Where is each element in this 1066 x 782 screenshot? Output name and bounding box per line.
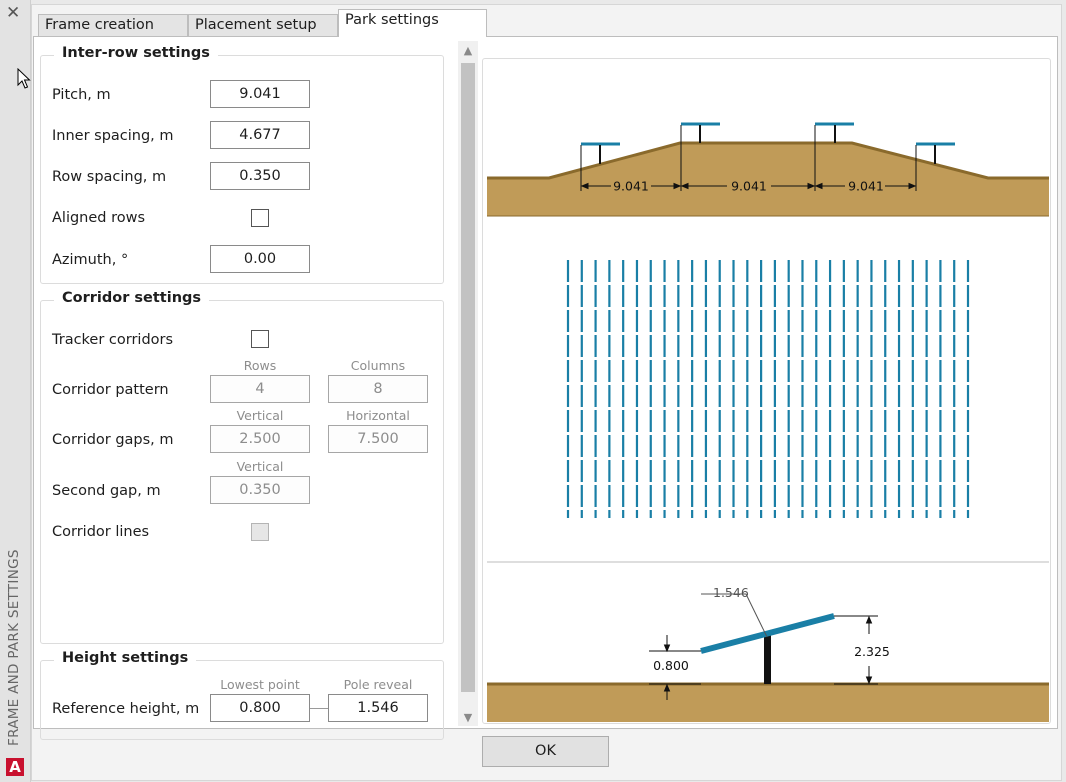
inner-spacing-label: Inner spacing, m — [52, 128, 174, 144]
pitch-dim-3: 9.041 — [848, 179, 884, 194]
scroll-down-icon[interactable]: ▼ — [463, 711, 473, 724]
vertical-scrollbar[interactable]: ▲ ▼ — [458, 41, 478, 726]
tab-park-settings[interactable]: Park settings — [338, 9, 487, 37]
plan-view-rows — [566, 260, 970, 518]
tracker-corridors-checkbox[interactable] — [251, 330, 269, 348]
terrain-surface-line — [487, 141, 1049, 180]
profile-view: 9.041 9.041 9.041 — [487, 122, 1049, 217]
pole-reveal-dim: 1.546 — [713, 585, 749, 600]
lowest-point-input[interactable]: 0.800 — [210, 694, 310, 722]
tab-placement-setup[interactable]: Placement setup — [188, 14, 338, 36]
side-title: FRAME AND PARK SETTINGS — [6, 549, 22, 746]
corridor-title: Corridor settings — [54, 290, 210, 306]
lowest-point-dim: 0.800 — [653, 658, 689, 673]
pattern-rows-input[interactable]: 4 — [210, 375, 310, 403]
inner-spacing-input[interactable]: 4.677 — [210, 121, 310, 149]
corridor-gaps-label: Corridor gaps, m — [52, 432, 174, 448]
tab-frame-creation[interactable]: Frame creation — [38, 14, 188, 36]
autocad-logo-icon: A — [6, 758, 24, 776]
row-spacing-label: Row spacing, m — [52, 169, 167, 185]
scroll-thumb[interactable] — [461, 63, 475, 692]
tab-content: Inter-row settings Pitch, m 9.041 Inner … — [33, 36, 1058, 740]
row-spacing-input[interactable]: 0.350 — [210, 162, 310, 190]
height-group — [40, 660, 444, 740]
height-connector — [310, 708, 328, 709]
azimuth-label: Azimuth, ° — [52, 252, 129, 268]
aligned-rows-label: Aligned rows — [52, 210, 146, 226]
tracker-profile-2 — [681, 122, 720, 143]
pitch-label: Pitch, m — [52, 87, 111, 103]
second-gap-label: Second gap, m — [52, 483, 161, 499]
total-height-dim: 2.325 — [854, 644, 890, 659]
corridor-group — [40, 300, 444, 644]
detail-pole — [764, 635, 771, 684]
gaps-horizontal-input[interactable]: 7.500 — [328, 425, 428, 453]
pitch-dim-1: 9.041 — [613, 179, 649, 194]
gaps-vertical-caption: Vertical — [236, 408, 284, 423]
pole-reveal-input[interactable]: 1.546 — [328, 694, 428, 722]
side-panel: ✕ FRAME AND PARK SETTINGS A — [0, 0, 31, 782]
dialog: Frame creation Placement setup Park sett… — [31, 4, 1062, 781]
height-title: Height settings — [54, 650, 197, 666]
aligned-rows-checkbox[interactable] — [251, 209, 269, 227]
pattern-columns-input[interactable]: 8 — [328, 375, 428, 403]
detail-ground — [487, 684, 1049, 722]
terrain-profile — [487, 143, 1049, 216]
preview-drawing: 9.041 9.041 9.041 1.546 — [487, 122, 1049, 722]
inter-row-title: Inter-row settings — [54, 45, 218, 61]
pattern-columns-caption: Columns — [350, 358, 406, 373]
pitch-dim-2: 9.041 — [731, 179, 767, 194]
inter-row-group — [40, 55, 444, 284]
close-icon[interactable]: ✕ — [6, 3, 21, 23]
detail-panel — [700, 613, 835, 654]
corridor-pattern-label: Corridor pattern — [52, 382, 169, 398]
tracker-profile-4 — [916, 142, 955, 164]
mouse-cursor-icon — [17, 68, 31, 89]
tracker-profile-1 — [581, 142, 620, 164]
reference-height-label: Reference height, m — [52, 701, 200, 717]
pole-reveal-caption: Pole reveal — [343, 677, 413, 692]
scroll-up-icon[interactable]: ▲ — [463, 44, 473, 57]
second-gap-vertical-caption: Vertical — [236, 459, 284, 474]
corridor-lines-checkbox[interactable] — [251, 523, 269, 541]
gaps-vertical-input[interactable]: 2.500 — [210, 425, 310, 453]
ok-button[interactable]: OK — [482, 736, 609, 767]
tracker-corridors-label: Tracker corridors — [52, 332, 174, 348]
pitch-dimension-lines — [580, 125, 917, 191]
preview-panel: 9.041 9.041 9.041 1.546 — [482, 58, 1051, 724]
corridor-lines-label: Corridor lines — [52, 524, 150, 540]
azimuth-input[interactable]: 0.00 — [210, 245, 310, 273]
lowest-point-caption: Lowest point — [220, 677, 300, 692]
tilt-detail-view: 1.546 0.800 — [487, 585, 1049, 722]
pattern-rows-caption: Rows — [243, 358, 277, 373]
pitch-input[interactable]: 9.041 — [210, 80, 310, 108]
second-gap-input[interactable]: 0.350 — [210, 476, 310, 504]
gaps-horizontal-caption: Horizontal — [346, 408, 410, 423]
tracker-profile-3 — [815, 122, 854, 143]
